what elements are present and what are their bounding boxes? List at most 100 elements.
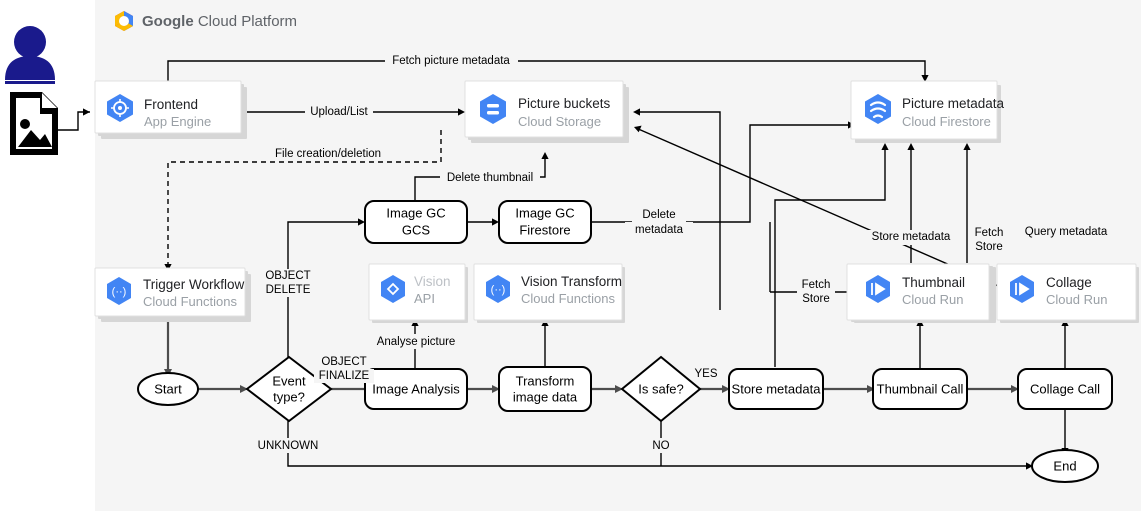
service-card-frontend[interactable]: Frontend App Engine [94, 80, 247, 139]
brand-rest: Cloud Platform [194, 13, 297, 30]
node-image-gc-gcs[interactable]: Image GC GCS [364, 200, 468, 244]
arrowhead-collage-to-buckets [634, 125, 642, 133]
node-image-gc-gcs-line1: Image GC [386, 205, 445, 220]
svg-text:UNKNOWN: UNKNOWN [258, 440, 319, 452]
arrowhead-fetch-picture-metadata [921, 75, 929, 82]
label-fetch-store-right: Fetch Store [970, 226, 1008, 254]
service-card-vision-api[interactable]: Vision API [368, 263, 468, 323]
arrowhead-thumbnailcall-to-collagecall [1011, 385, 1019, 393]
svg-text:(··): (··) [491, 284, 506, 296]
service-card-thumbnail[interactable]: Thumbnail Cloud Run [846, 263, 996, 323]
label-no: NO [649, 438, 673, 453]
service-card-picture-metadata[interactable]: Picture metadata Cloud Firestore [850, 80, 1005, 143]
svg-text:Upload/List: Upload/List [310, 106, 368, 118]
svg-text:Delete thumbnail: Delete thumbnail [447, 172, 533, 184]
cloud-functions-icon: (··) [107, 277, 131, 305]
svg-text:(··): (··) [112, 286, 127, 298]
node-store-metadata[interactable]: Store metadata [728, 368, 824, 410]
svg-text:Fetch: Fetch [802, 279, 831, 291]
svg-text:Analyse picture: Analyse picture [377, 336, 456, 348]
card-subtitle-vision-transform: Cloud Functions [521, 291, 615, 306]
app-engine-icon [107, 94, 133, 122]
edge-object-delete [287, 221, 363, 357]
cloud-firestore-icon [865, 94, 891, 124]
gcp-logo-icon [115, 11, 133, 31]
node-collage-call-label: Collage Call [1030, 381, 1100, 396]
node-image-gc-firestore-line2: Firestore [519, 222, 570, 237]
label-query-metadata: Query metadata [1023, 224, 1109, 239]
arrowhead-upload-list [458, 108, 465, 116]
card-subtitle-trigger-workflow: Cloud Functions [143, 294, 237, 309]
svg-text:Store: Store [802, 293, 830, 305]
svg-text:NO: NO [652, 440, 669, 452]
label-delete-thumbnail: Delete thumbnail [440, 170, 540, 185]
service-card-collage[interactable]: Collage Cloud Run [996, 263, 1139, 323]
node-image-gc-firestore-line1: Image GC [515, 205, 574, 220]
card-title-frontend: Frontend [144, 97, 198, 112]
edge-file-to-frontend [58, 111, 90, 131]
label-analyse-picture: Analyse picture [373, 334, 460, 349]
svg-text:Store: Store [975, 241, 1003, 253]
cloud-functions-icon-2: (··) [486, 275, 510, 303]
svg-text:YES: YES [694, 368, 717, 380]
svg-text:Fetch picture metadata: Fetch picture metadata [392, 55, 510, 67]
arrowhead-thumbnail-to-buckets [633, 108, 640, 116]
node-event-type-line2: type? [273, 389, 305, 404]
vision-api-icon [381, 275, 405, 303]
arrowhead-unknown-to-end [1026, 462, 1033, 470]
node-start[interactable]: Start [137, 372, 199, 406]
service-card-vision-transform[interactable]: (··) Vision Transform Cloud Functions [473, 263, 625, 323]
svg-text:FINALIZE: FINALIZE [319, 370, 370, 382]
svg-text:File creation/deletion: File creation/deletion [275, 148, 381, 160]
arrowhead-store-metadata-thumbnail [907, 143, 915, 150]
node-is-safe[interactable]: Is safe? [620, 355, 702, 423]
node-image-analysis[interactable]: Image Analysis [364, 368, 468, 410]
arrowhead-transform-to-issafe [615, 385, 623, 393]
svg-text:metadata: metadata [635, 224, 684, 236]
label-upload-list: Upload/List [305, 104, 373, 119]
svg-text:Delete: Delete [642, 209, 675, 221]
label-unknown: UNKNOWN [254, 438, 323, 453]
node-event-type[interactable]: Event type? [245, 355, 333, 423]
arrowhead-issafe-yes [722, 385, 730, 393]
node-thumbnail-call-label: Thumbnail Call [877, 381, 964, 396]
edge-store-node-to-metadata [774, 146, 886, 367]
cloud-run-icon [866, 275, 890, 303]
node-image-gc-gcs-line2: GCS [402, 222, 431, 237]
node-image-gc-firestore[interactable]: Image GC Firestore [498, 200, 592, 244]
brand-bold: Google [142, 13, 194, 30]
node-is-safe-label: Is safe? [638, 381, 684, 396]
svg-text:OBJECT: OBJECT [265, 270, 310, 282]
label-object-finalize: OBJECT FINALIZE [314, 355, 374, 383]
cloud-storage-icon [480, 94, 506, 124]
card-subtitle-vision-api: API [414, 291, 435, 306]
node-end-label: End [1053, 458, 1076, 473]
edge-thumbnail-to-buckets [635, 111, 721, 310]
card-subtitle-frontend: App Engine [144, 114, 211, 129]
node-collage-call[interactable]: Collage Call [1017, 368, 1113, 410]
arrowhead-analysis-to-transform [492, 385, 500, 393]
arrowhead-query-metadata [963, 143, 971, 150]
card-title-picture-buckets: Picture buckets [518, 96, 611, 111]
edge-unknown-to-end [287, 421, 1030, 467]
card-title-collage: Collage [1046, 275, 1092, 290]
service-card-picture-buckets[interactable]: Picture buckets Cloud Storage [464, 80, 629, 143]
node-event-type-line1: Event [272, 373, 306, 388]
node-transform-line2: image data [513, 389, 578, 404]
svg-text:OBJECT: OBJECT [321, 356, 366, 368]
label-fetch-store-left: Fetch Store [797, 278, 835, 306]
node-image-analysis-label: Image Analysis [372, 381, 460, 396]
card-subtitle-thumbnail: Cloud Run [902, 292, 963, 307]
node-end[interactable]: End [1031, 449, 1099, 483]
node-transform-line1: Transform [516, 373, 575, 388]
node-store-metadata-label: Store metadata [732, 381, 822, 396]
node-thumbnail-call[interactable]: Thumbnail Call [872, 368, 968, 410]
edge-fetch-picture-metadata [167, 60, 926, 88]
card-title-vision-transform: Vision Transform [521, 274, 622, 289]
arrowhead-delete-thumbnail [541, 152, 549, 159]
label-delete-metadata: Delete metadata [625, 207, 693, 237]
service-card-trigger-workflow[interactable]: (··) Trigger Workflow Cloud Functions [94, 267, 251, 322]
node-transform-image-data[interactable]: Transform image data [498, 366, 592, 412]
